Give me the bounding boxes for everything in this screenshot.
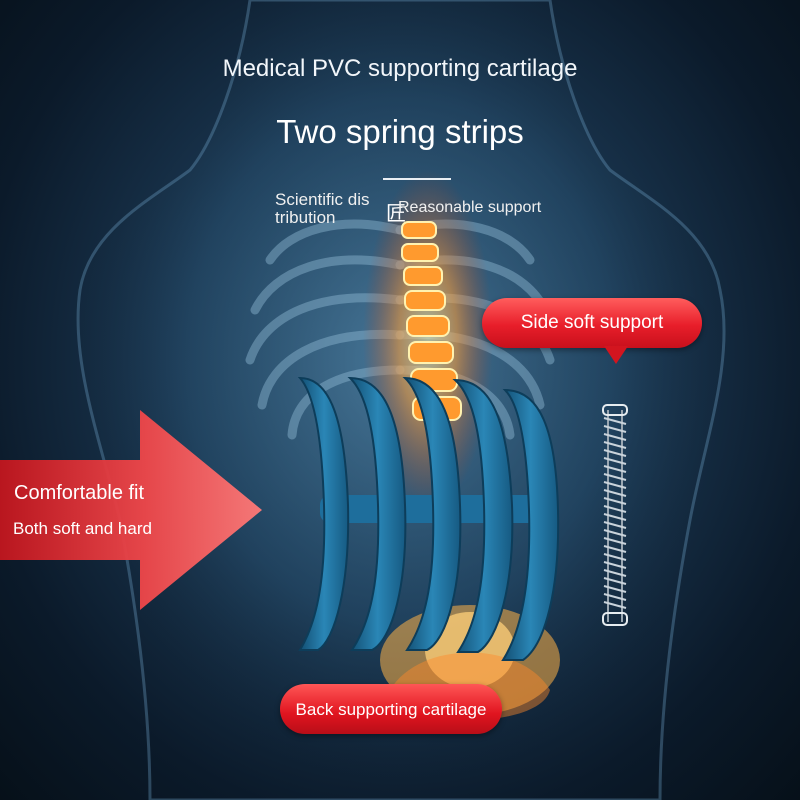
divider-line [383, 178, 451, 180]
arrow-right-icon [0, 410, 262, 610]
back-cartilage-badge [280, 684, 502, 734]
side-support-badge [482, 298, 702, 348]
support-strip [347, 376, 407, 651]
spring-coil-icon [602, 404, 628, 626]
headline: Medical PVC supporting cartilage [222, 55, 578, 82]
feature-distribution: Scientific dis tribution [275, 191, 369, 227]
side-support-pointer [604, 346, 628, 364]
support-strip [402, 376, 462, 651]
support-strips [297, 376, 560, 661]
feature-distribution-line2: tribution [275, 208, 336, 227]
feature-distribution-line1: Scientific dis [275, 190, 370, 209]
comfortable-fit-title: Comfortable fit [14, 482, 145, 504]
support-strip [501, 388, 560, 661]
subhead-title: Two spring strips [276, 113, 524, 150]
craft-mark-icon: 匠 [386, 203, 406, 225]
support-strip [452, 378, 514, 653]
side-support-label: Side soft support [520, 312, 664, 333]
comfortable-fit-subtitle: Both soft and hard [13, 519, 152, 538]
feature-reasonable-support: Reasonable support [398, 199, 542, 216]
support-strip [297, 376, 350, 651]
back-cartilage-label: Back supporting cartilage [295, 700, 487, 719]
